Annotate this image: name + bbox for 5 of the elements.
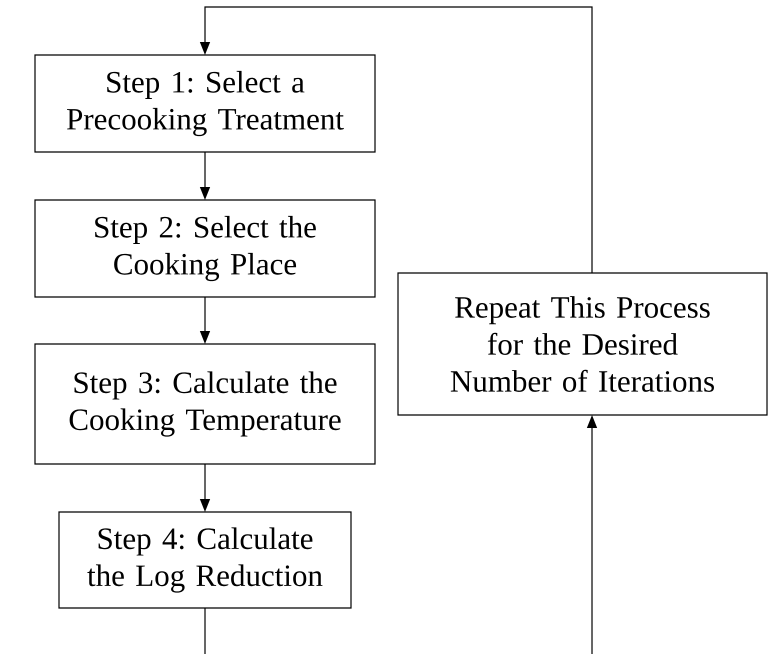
process-box: Step 2: Select the Cooking Place — [34, 199, 376, 298]
process-box: Step 1: Select a Precooking Treatment — [34, 54, 376, 153]
process-box: Step 3: Calculate the Cooking Temperature — [34, 343, 376, 465]
process-box: Step 4: Calculate the Log Reduction — [58, 511, 352, 609]
process-box: Repeat This Process for the Desired Number of Iterations — [397, 272, 768, 416]
